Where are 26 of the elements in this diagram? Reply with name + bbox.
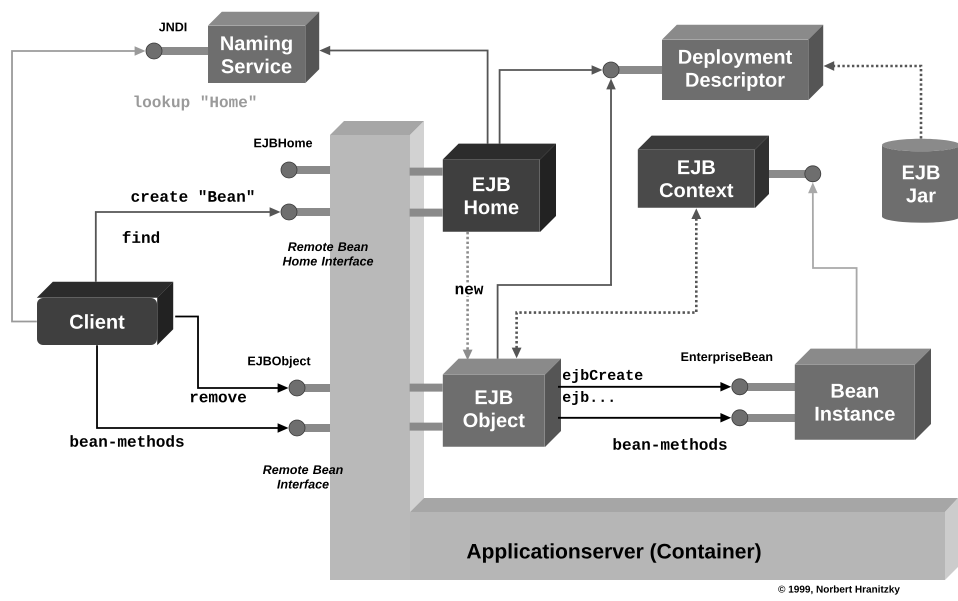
copyright-note: © 1999, Norbert Hranitzky	[778, 585, 900, 595]
edge-label: ejbCreate ejb...	[562, 369, 642, 405]
interface-label: Remote Bean Home Interface	[282, 242, 374, 266]
component-box: EJB Home	[410, 144, 556, 232]
edge-label: new	[453, 284, 485, 296]
database-cylinder: EJB Jar	[882, 138, 958, 223]
component-box: Naming Service	[208, 12, 320, 84]
method-label: find	[122, 231, 160, 243]
interface-label: JNDI	[158, 22, 186, 32]
interface-label: EJBHome	[254, 138, 312, 148]
edge-label: bean-methods	[610, 436, 730, 452]
component-box: EJB Context	[638, 136, 769, 208]
edge-label: bean-methods	[68, 434, 186, 448]
interface-label: Remote Bean Interface	[262, 465, 343, 489]
edge-label: create "Bean"	[129, 188, 257, 204]
component-box: Bean Instance	[794, 348, 931, 440]
interface-socket	[731, 409, 748, 426]
component-box: Deployment Descriptor	[662, 24, 824, 100]
edge-label: remove	[188, 392, 248, 404]
interface-socket	[804, 165, 822, 182]
component-box: EJB Object	[410, 358, 561, 447]
interface-socket	[602, 62, 620, 78]
interface-label: EnterpriseBean	[681, 352, 772, 364]
interface-label: EJBObject	[248, 356, 310, 368]
client-box: Client	[36, 282, 174, 346]
edge-label: lookup "Home"	[131, 94, 259, 112]
